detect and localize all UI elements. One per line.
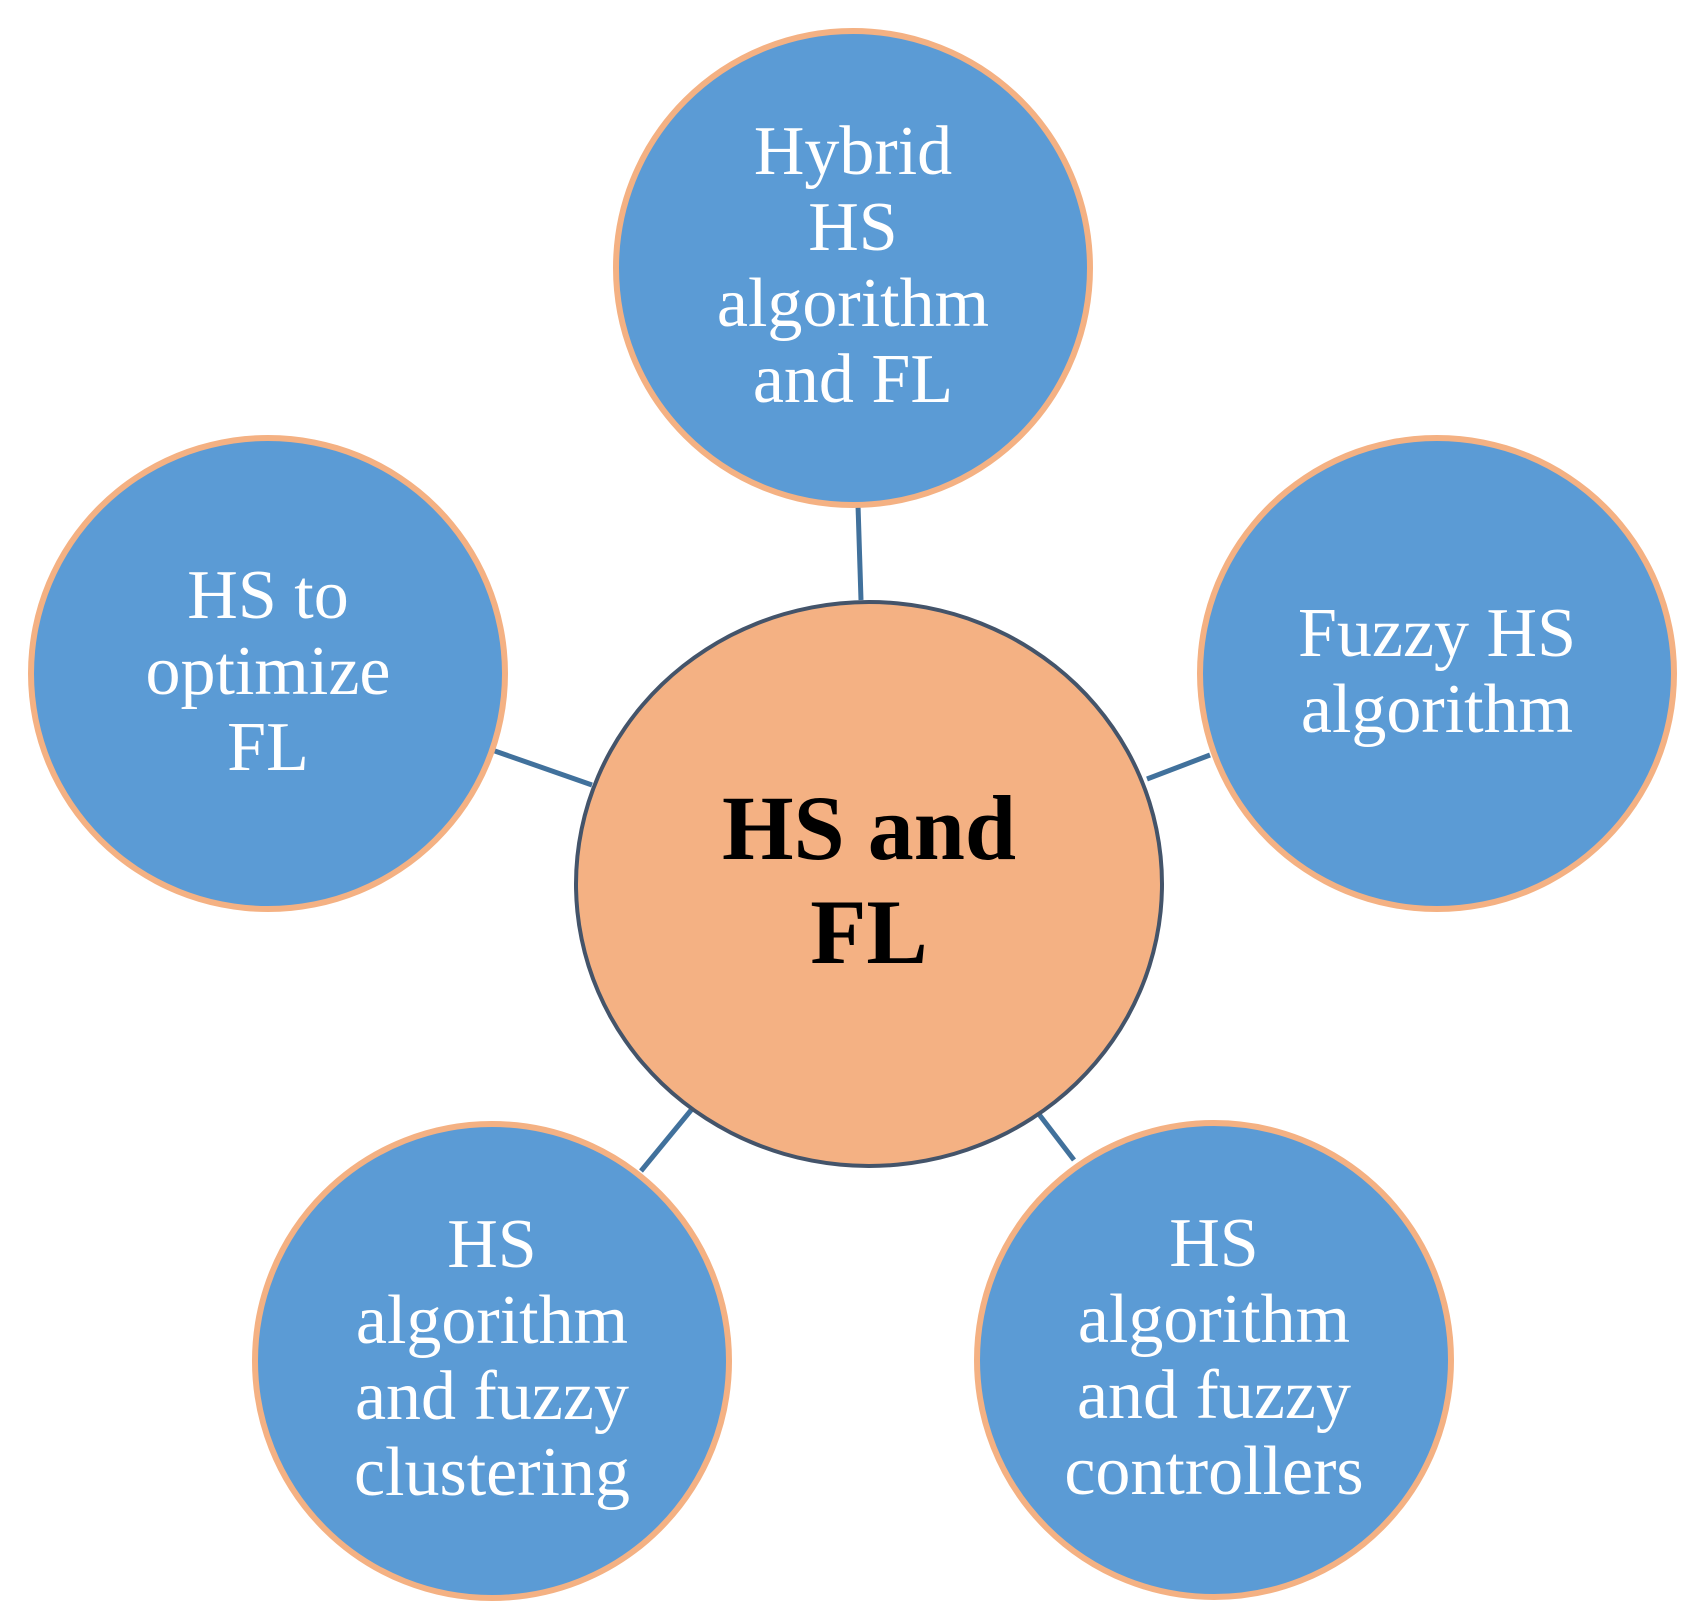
center-node: HS and FL xyxy=(574,600,1164,1168)
node-hybrid-hs-fl-label: Hybrid HS algorithm and FL xyxy=(716,113,990,418)
node-fuzzy-hs: Fuzzy HS algorithm xyxy=(1197,435,1677,912)
node-hs-fuzzy-clustering: HS algorithm and fuzzy clustering xyxy=(252,1121,732,1601)
node-hs-fuzzy-clustering-label: HS algorithm and fuzzy clustering xyxy=(353,1206,631,1511)
center-node-label: HS and FL xyxy=(721,777,1017,983)
connector-bottom-left xyxy=(639,1107,694,1173)
node-hs-fuzzy-controllers: HS algorithm and fuzzy controllers xyxy=(974,1120,1454,1600)
node-hs-fuzzy-controllers-label: HS algorithm and fuzzy controllers xyxy=(1064,1205,1364,1510)
node-hybrid-hs-fl: Hybrid HS algorithm and FL xyxy=(613,28,1093,508)
connector-top xyxy=(855,504,864,601)
node-fuzzy-hs-label: Fuzzy HS algorithm xyxy=(1297,594,1577,748)
connector-bottom-right xyxy=(1036,1111,1076,1162)
node-hs-optimize-fl: HS to optimize FL xyxy=(28,435,508,912)
connector-right xyxy=(1146,752,1211,782)
connector-left xyxy=(491,747,593,788)
node-hs-optimize-fl-label: HS to optimize FL xyxy=(145,556,391,786)
